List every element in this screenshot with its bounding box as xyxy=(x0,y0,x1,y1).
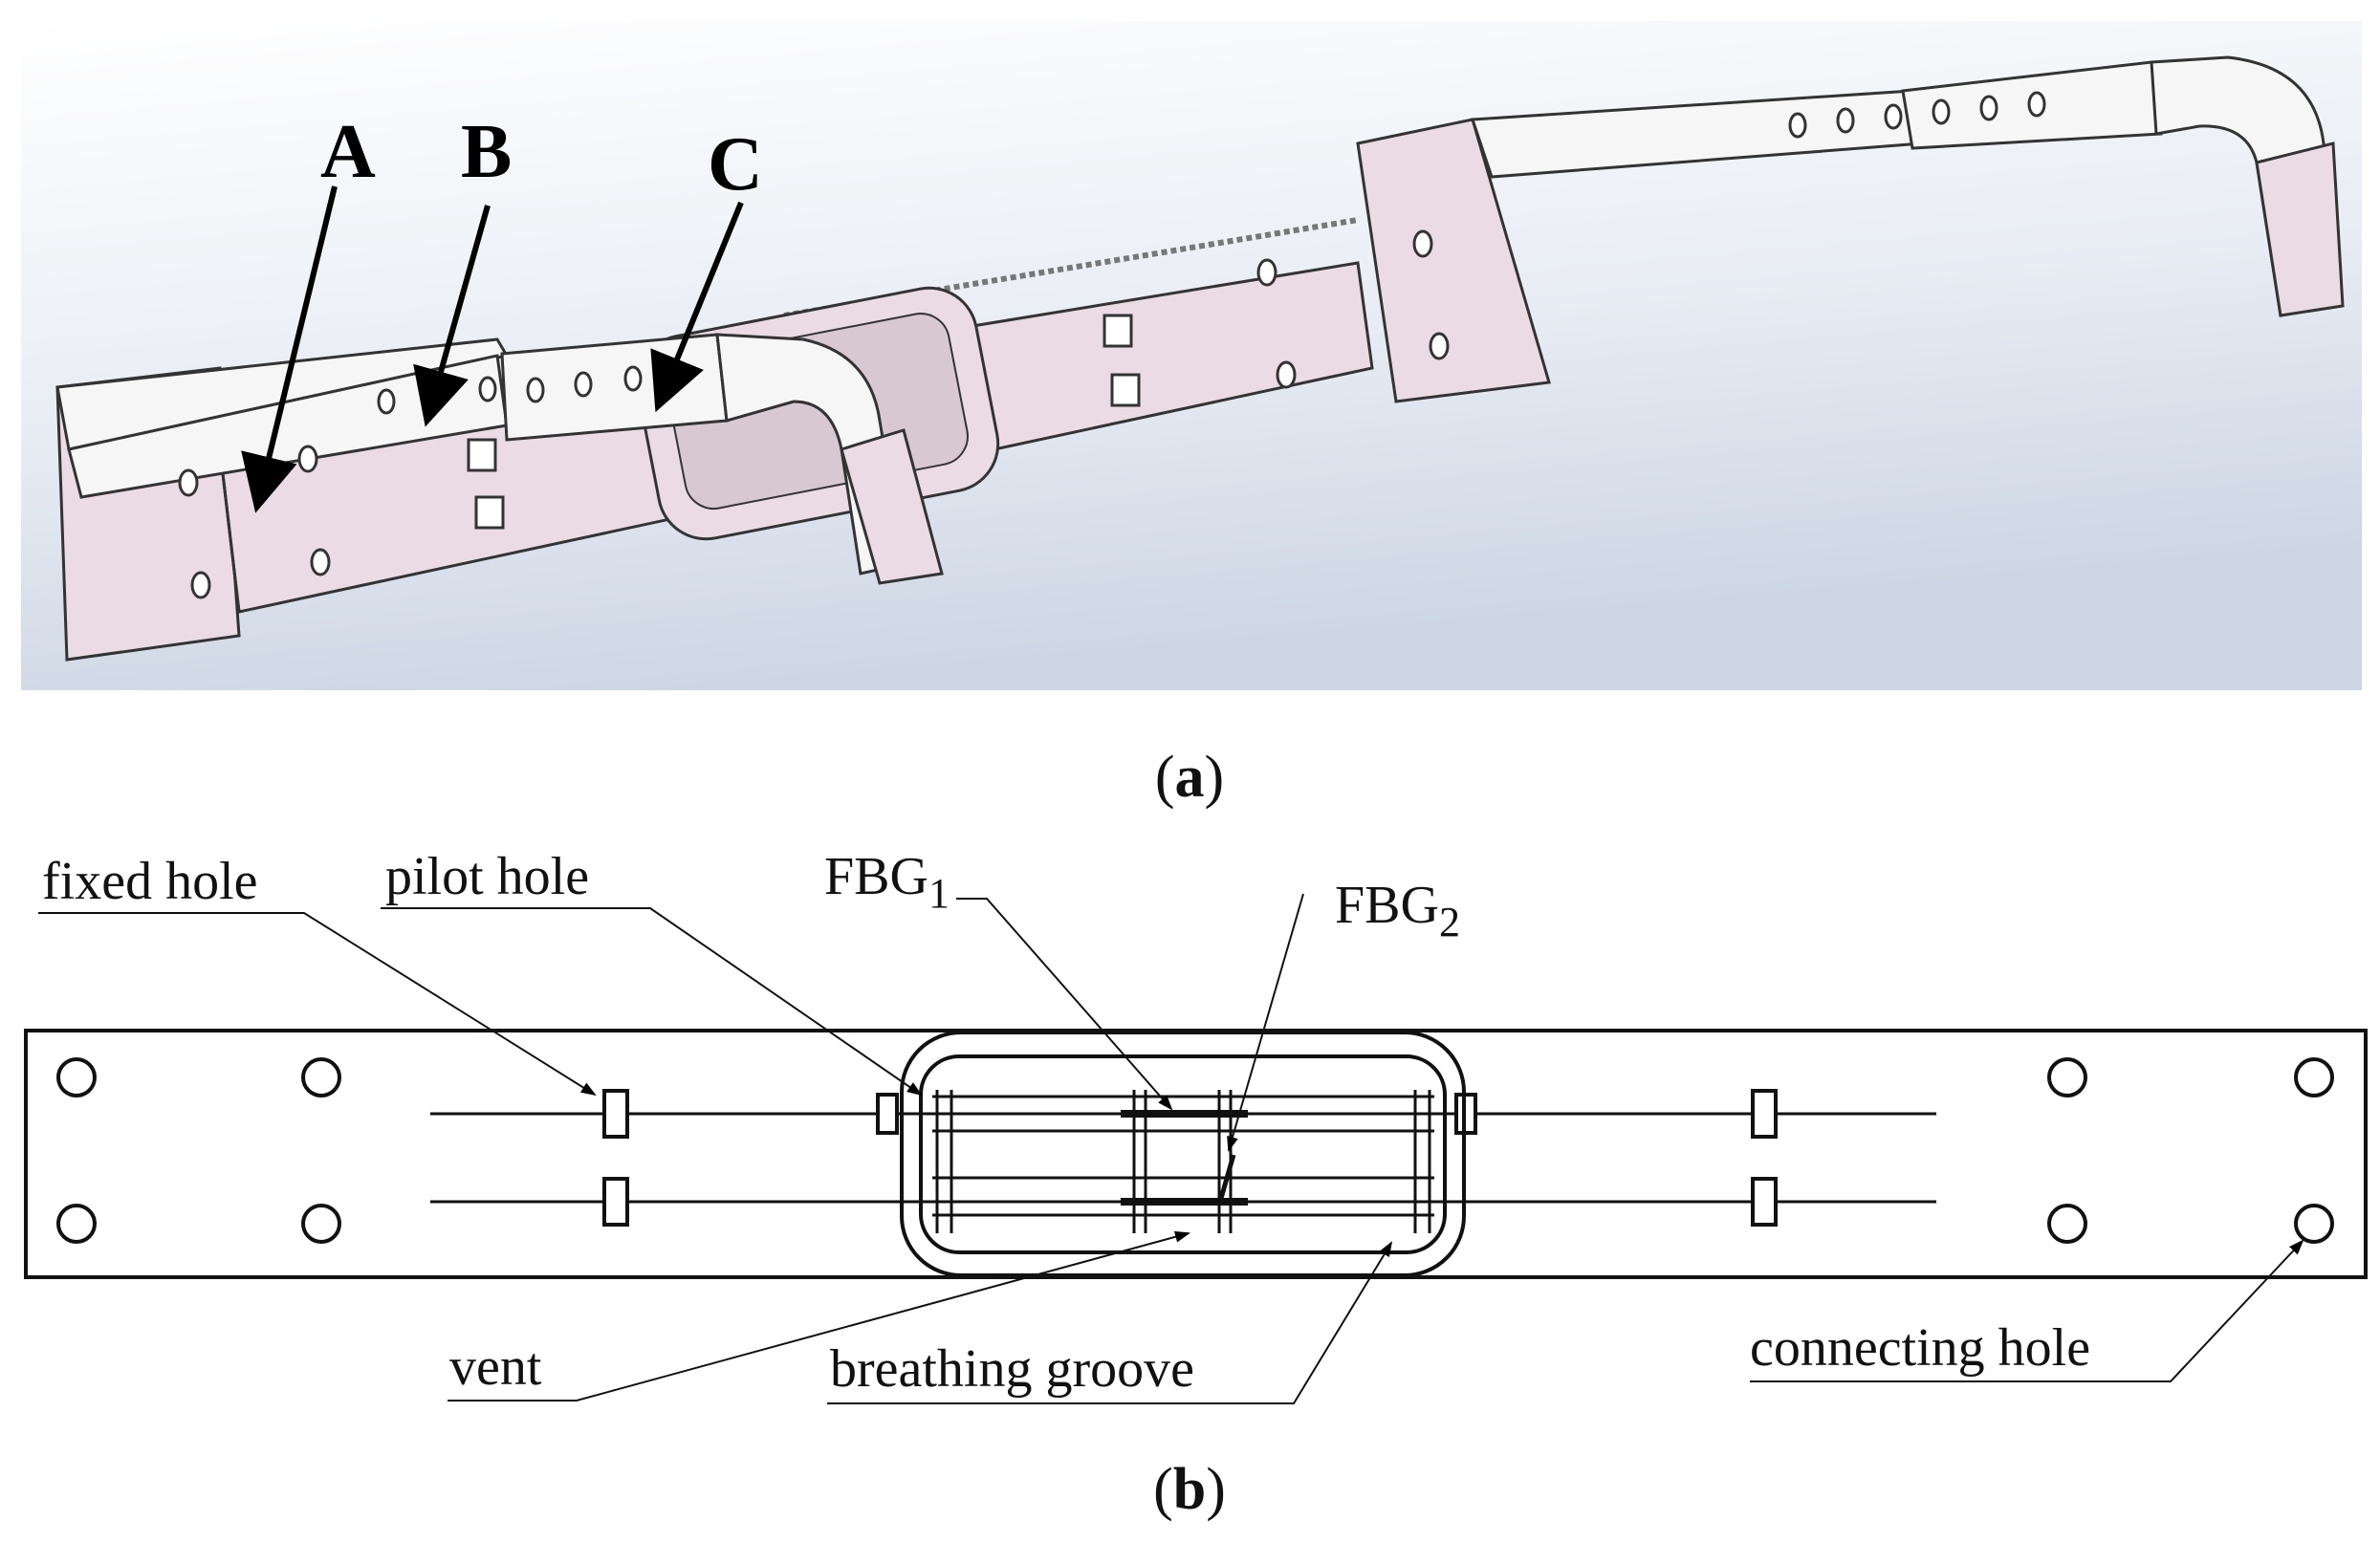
fixed-holes xyxy=(602,1089,1778,1227)
leader-fixed-hole xyxy=(38,912,597,1097)
fiber-lines xyxy=(430,1112,1936,1204)
callout-fbg2: FBG2 xyxy=(1335,876,1460,945)
leader-breathing-groove xyxy=(827,1241,1393,1404)
groove-outer xyxy=(900,1031,1466,1277)
leader-fbg1 xyxy=(956,898,1173,1111)
base-plate-edge xyxy=(218,448,241,613)
plate-outline xyxy=(24,1029,2368,1279)
callout-breathing-groove: breathing groove xyxy=(830,1339,1194,1399)
leader-pilot-hole xyxy=(381,907,923,1097)
label-a: A xyxy=(320,110,376,194)
right-hook-foot xyxy=(2255,141,2345,317)
callout-vent: vent xyxy=(449,1337,542,1397)
leader-vent xyxy=(448,1230,1190,1402)
leader-fbg2 xyxy=(1227,893,1304,1152)
panel-a-render: A B C xyxy=(21,21,2362,690)
callout-connecting-hole: connecting hole xyxy=(1750,1318,2090,1378)
callout-pilot-hole: pilot hole xyxy=(385,847,589,906)
right-end-plate xyxy=(1356,118,1551,403)
render-slots xyxy=(467,314,1141,530)
callout-fbg1: FBG1 xyxy=(824,847,950,917)
arrow-c xyxy=(650,201,744,413)
panel-b-drawing xyxy=(24,1029,2368,1279)
label-c: C xyxy=(708,122,763,206)
caption-b: (b) xyxy=(1153,1457,1226,1522)
caption-a: (a) xyxy=(1155,745,1224,810)
part-arrows xyxy=(241,185,744,513)
label-b: B xyxy=(461,110,512,194)
arrow-a xyxy=(241,185,338,513)
callout-fixed-hole: fixed hole xyxy=(42,852,257,911)
arrow-b xyxy=(413,205,491,427)
fbg2-connector xyxy=(1217,1154,1236,1203)
connecting-holes xyxy=(56,1057,2334,1244)
leader-lines xyxy=(38,893,2304,1404)
clamp-foot xyxy=(840,428,944,585)
groove-inner xyxy=(919,1054,1447,1254)
leader-connecting-hole xyxy=(1750,1239,2304,1382)
render-holes xyxy=(178,91,2046,599)
